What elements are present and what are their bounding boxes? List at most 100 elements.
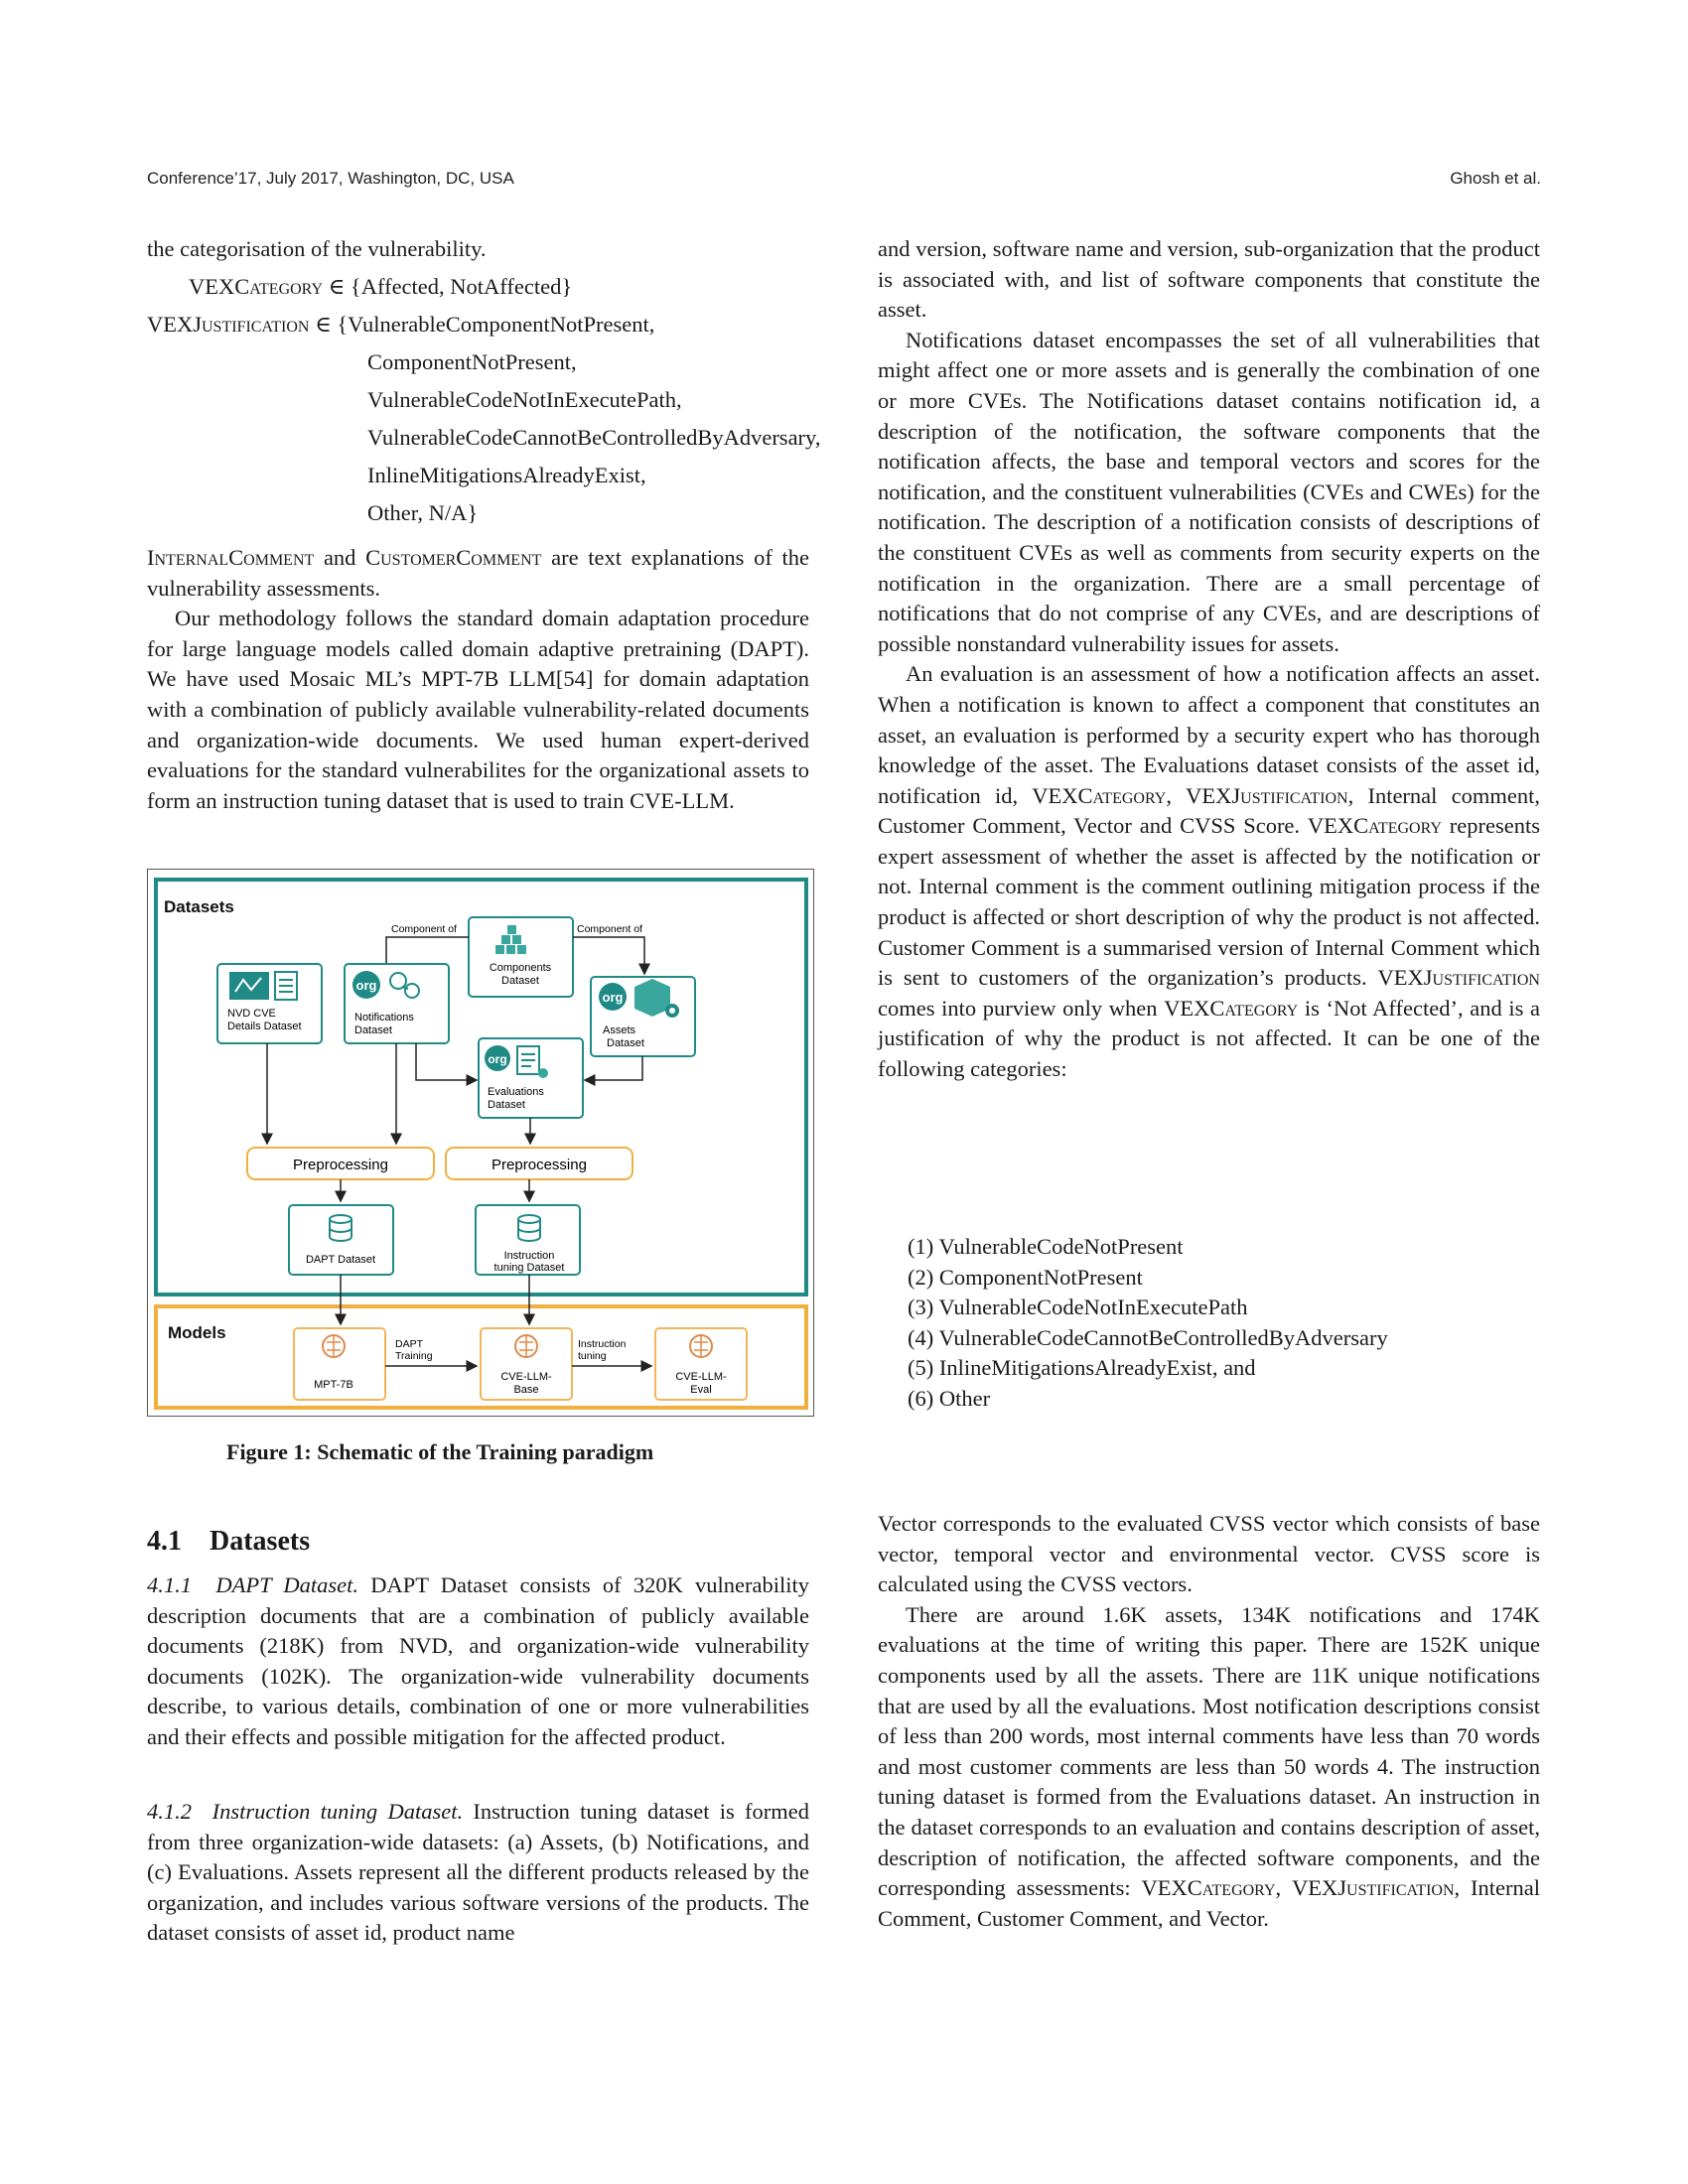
training-schematic-diagram: Datasets Models Components Dataset Compo… [154,878,808,1410]
category-item: (1) VulnerableCodeNotPresent [908,1234,1184,1259]
category-item: (4) VulnerableCodeCannotBeControlledByAd… [908,1324,1388,1350]
vexjustification-value-4: InlineMitigationsAlreadyExist, [367,463,646,487]
dapt-dataset-label: DAPT Dataset [306,1254,375,1266]
notifications-dataset-label-2: Dataset [354,1024,392,1036]
and-word: and [314,545,366,570]
figure-training-paradigm: Datasets Models Components Dataset Compo… [147,869,814,1417]
category-item: (2) ComponentNotPresent [908,1264,1143,1290]
models-label: Models [168,1323,226,1342]
customer-comment-term: CustomerComment [365,545,542,570]
assets-dataset-label-1: Assets [603,1024,636,1036]
running-header-left: Conference’17, July 2017, Washington, DC… [147,169,514,188]
org-icon-text: org [603,990,624,1005]
preprocessing-left-label: Preprocessing [293,1157,388,1173]
evaluations-text-f: is ‘Not Affected’, and is a justificatio… [878,995,1540,1082]
vexcategory-values: ∈ {Affected, NotAffected} [328,274,573,299]
database-icon [329,1214,352,1242]
vexjustification-value-3: VulnerableCodeCannotBeControlledByAdvers… [367,425,821,450]
cve-llm-base-box [480,1327,573,1401]
instruction-tuning-label-1: Instruction [578,1338,627,1350]
instruction-subsection-number: 4.1.2 [147,1799,192,1824]
component-of-label-left: Component of [391,923,457,935]
nvd-dataset-label-1: NVD CVE [227,1008,276,1020]
vexjustification-value-1: ComponentNotPresent, [367,349,577,374]
org-icon-text: org [356,978,377,993]
section-number: 4.1 [147,1526,182,1557]
instruction-dataset-label-2: tuning Dataset [494,1262,565,1274]
evaluations-text-d: represents expert assessment of whether … [878,813,1540,991]
brain-icon [514,1334,538,1358]
dapt-training-label-1: DAPT [395,1338,424,1350]
justification-categories-list: (1) VulnerableCodeNotPresent (2) Compone… [908,1232,1388,1415]
evaluations-text-b: , [1166,782,1187,808]
dapt-subsection-number: 4.1.1 [147,1572,192,1597]
cve-llm-eval-label-2: Eval [690,1384,711,1396]
statistics-text-c: , Internal Comment, Customer Comment, an… [878,1875,1540,1931]
components-dataset-label-1: Components [490,962,552,974]
left-column-text: InternalComment and CustomerComment are … [147,543,809,816]
vexjustification-value-0: ∈ {VulnerableComponentNotPresent, [315,312,655,337]
dapt-training-label-2: Training [395,1350,433,1362]
notifications-paragraph: Notifications dataset encompasses the se… [878,327,1540,656]
datasets-label: Datasets [164,897,234,916]
vexcategory-term: VEXCategory [1032,782,1167,808]
dapt-subsection-title: DAPT Dataset. [215,1572,359,1597]
vexjustification-term: VEXJustification [1292,1875,1455,1901]
statistics-text-b: , [1275,1875,1293,1901]
instruction-dataset-label-1: Instruction [504,1250,555,1262]
statistics-text-a: There are around 1.6K assets, 134K notif… [878,1601,1540,1901]
dapt-paragraph: 4.1.1 DAPT Dataset. DAPT Dataset consist… [147,1570,809,1753]
org-icon: org [352,971,380,999]
dapt-subsection: 4.1.1 DAPT Dataset. DAPT Dataset consist… [147,1570,809,1753]
vexjustification-term: VEXJustification [147,312,310,337]
component-of-arrow-left [380,936,469,976]
evaluations-dataset-label-1: Evaluations [488,1086,544,1098]
vexjustification-term-line: VEXJustification ∈ {VulnerableComponentN… [147,310,654,340]
database-icon [517,1214,541,1242]
components-dataset-label-2: Dataset [501,975,539,987]
section-title: Datasets [210,1526,311,1557]
dapt-text: DAPT Dataset consists of 320K vulnerabil… [147,1572,809,1749]
package-gear-icon [634,979,679,1018]
vexcategory-term: VEXCategory [1141,1875,1276,1901]
instruction-text: Instruction tuning dataset is formed fro… [147,1799,810,1946]
vector-paragraph: Vector corresponds to the evaluated CVSS… [878,1511,1540,1597]
evaluations-text-e: comes into purview only when [878,995,1165,1021]
vexcategory-term: VEXCategory [1164,995,1299,1021]
right-column-bottom: Vector corresponds to the evaluated CVSS… [878,1509,1540,1934]
vexjustification-value-2: VulnerableCodeNotInExecutePath, [367,387,682,412]
internal-comment-term: InternalComment [147,545,315,570]
instruction-subsection: 4.1.2 Instruction tuning Dataset. Instru… [147,1797,809,1949]
methodology-paragraph: Our methodology follows the standard dom… [147,606,809,813]
statistics-paragraph: There are around 1.6K assets, 134K notif… [878,1600,1540,1935]
org-icon: org [599,983,627,1011]
vexcategory-def: VEXCategory ∈ {Affected, NotAffected} [189,272,572,302]
notifications-dataset-label-1: Notifications [354,1012,414,1024]
evaluations-dataset-label-2: Dataset [488,1099,525,1111]
evaluations-text-c: , Internal comment, Customer Comment, Ve… [878,782,1540,839]
assets-dataset-label-2: Dataset [607,1037,644,1049]
category-item: (6) Other [908,1385,991,1411]
models-frame [154,1304,808,1410]
cve-llm-base-label-2: Base [513,1384,538,1396]
asset-tail-paragraph: and version, software name and version, … [878,236,1540,323]
evaluations-paragraph: An evaluation is an assessment of how a … [878,659,1540,1084]
datasets-frame [154,878,808,1297]
brain-icon [689,1334,713,1358]
component-of-label-right: Component of [577,923,642,935]
component-of-arrow-right [573,936,650,976]
notifications-to-evaluations-arrow [415,1043,479,1086]
section-heading: 4.1 Datasets [147,1526,310,1558]
cve-llm-base-label-1: CVE-LLM- [500,1371,552,1383]
assets-to-evaluations-arrow [583,1056,643,1086]
category-item: (3) VulnerableCodeNotInExecutePath [908,1295,1248,1320]
instruction-paragraph: 4.1.2 Instruction tuning Dataset. Instru… [147,1797,809,1949]
figure-caption: Figure 1: Schematic of the Training para… [226,1439,654,1464]
preprocessing-right-box [445,1147,633,1180]
evaluations-text-a: An evaluation is an assessment of how a … [878,661,1540,808]
running-header-right: Ghosh et al. [1450,169,1541,188]
mpt-model-label: MPT-7B [314,1379,353,1391]
right-column-top: and version, software name and version, … [878,234,1540,1085]
components-dataset-box [468,916,574,998]
comment-tail: are text explanations of the vulnerabili… [147,545,809,601]
